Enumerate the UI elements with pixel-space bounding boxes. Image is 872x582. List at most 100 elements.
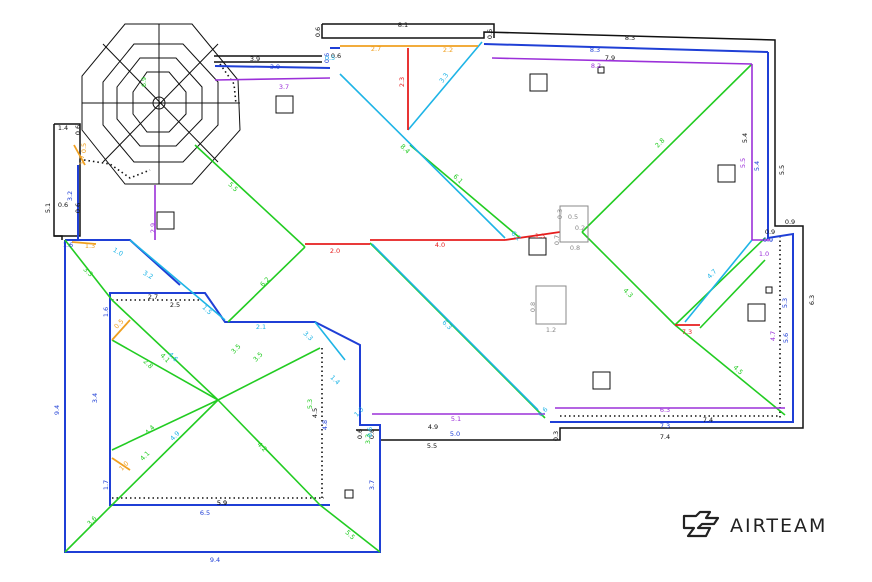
valley-lines	[129, 41, 753, 411]
measurement-label-black: 4.5	[311, 408, 319, 418]
eave-lines	[64, 43, 794, 553]
measurement-label-black: 5.4	[741, 133, 749, 143]
measurement-label-blue: 8.3	[590, 46, 600, 54]
measurement-label-cyan: 4.7	[706, 268, 719, 281]
brand-name: AIRTEAM	[730, 515, 828, 537]
measurement-label-blue: 3.9	[270, 63, 280, 71]
measurement-label-cyan: 0.6	[366, 427, 374, 437]
measurement-label-blue: 7.3	[660, 422, 670, 430]
dotted-overhang-lines	[83, 63, 781, 499]
measurement-label-blue: 4.8	[321, 420, 329, 430]
measurement-label-blue: 9.4	[53, 405, 61, 415]
measurement-label-purple: 3.7	[279, 83, 289, 91]
measurement-label-red: 1.3	[535, 232, 545, 240]
measurement-label-green: 4.5	[732, 364, 745, 377]
measurement-label-blue: 1.6	[63, 241, 73, 249]
octagonal-tower	[81, 23, 241, 185]
measurement-label-blue: 1.6	[102, 307, 110, 317]
measurement-label-black: 7.4	[660, 433, 670, 441]
measurement-label-black: 1.4	[58, 124, 68, 132]
measurement-label-purple: 4.7	[769, 331, 777, 341]
measurement-label-blue: 3.4	[91, 393, 99, 403]
measurement-label-blue: 6.5	[200, 509, 210, 517]
chimney-penetration	[535, 205, 589, 325]
measurement-label-green: 8.4	[399, 143, 412, 156]
measurement-label-green: 6.2	[259, 276, 272, 289]
measurement-label-black: 7.9	[605, 54, 615, 62]
measurement-label-cyan: 1.0	[353, 406, 366, 419]
measurement-label-purple: 5.1	[451, 415, 461, 423]
measurement-label-black: 0.6	[74, 125, 82, 135]
measurement-label-green: 3.5	[252, 351, 265, 364]
flashing-lines	[71, 45, 478, 471]
measurement-label-blue: 1.7	[102, 480, 110, 490]
measurement-label-orange: 0.5	[113, 318, 126, 331]
measurement-label-blue: 5.4	[753, 161, 761, 171]
measurement-label-black: 5.9	[217, 499, 227, 507]
measurement-label-green: 6.9	[140, 77, 148, 87]
measurement-label-purple: 2.9	[149, 223, 157, 233]
measurement-label-black: 2.7	[148, 293, 158, 301]
measurement-label-green: 4.3	[622, 287, 635, 300]
roof-penetrations	[156, 66, 773, 499]
measurement-label-blue: 5.3	[781, 298, 789, 308]
measurement-label-blue: 5.0	[450, 430, 460, 438]
measurement-label-cyan: 6.3	[441, 319, 454, 332]
measurement-label-gray: 0.8	[529, 302, 537, 312]
building-outline	[53, 23, 804, 441]
measurement-label-black: 8.3	[625, 34, 635, 42]
measurement-label-green: 4.1	[139, 450, 152, 463]
measurement-label-black: 0.6	[356, 429, 364, 439]
measurement-label-red: 7.3	[682, 328, 692, 336]
measurement-label-orange: 1.3	[85, 242, 95, 250]
measurement-label-black: 3.9	[250, 55, 260, 63]
measurement-label-red: 4.0	[435, 241, 445, 249]
measurement-label-cyan: 0.6	[537, 406, 550, 419]
measurement-label-red: 2.0	[330, 247, 340, 255]
measurement-label-purple: 8.2	[591, 62, 601, 70]
measurement-label-black: 0.6	[58, 201, 68, 209]
measurement-label-orange: 1.7	[78, 155, 86, 165]
measurement-label-gray: 0.3	[556, 209, 564, 219]
measurement-label-purple: 5.5	[739, 158, 747, 168]
measurement-label-blue: 5.6	[782, 333, 790, 343]
measurement-label-black: 5.9	[217, 499, 227, 507]
measurement-label-black: 4.9	[428, 423, 438, 431]
measurement-label-black: 6.3	[808, 295, 816, 305]
measurement-label-green: 3.5	[230, 343, 243, 356]
measurement-label-orange: 2.7	[371, 45, 381, 53]
measurement-label-purple: 6.3	[660, 406, 670, 414]
measurement-label-green: 4.2	[256, 441, 269, 454]
measurement-label-orange: 2.2	[443, 46, 453, 54]
measurement-label-cyan: 1.5	[201, 304, 214, 317]
measurement-label-green: 5.3	[306, 399, 314, 409]
measurement-label-cyan: 2.1	[256, 323, 266, 331]
measurement-label-cyan: 1.4	[329, 374, 342, 387]
measurement-label-black: 5.5	[778, 165, 786, 175]
measurement-label-cyan: 3.3	[302, 330, 315, 343]
measurement-label-green: 2.8	[142, 358, 155, 371]
airteam-logo-icon	[682, 510, 720, 538]
measurement-label-black: 0.9	[785, 218, 795, 226]
measurement-label-black: 5.5	[427, 442, 437, 450]
measurement-label-black: 0.6	[314, 27, 322, 37]
measurement-label-blue: 3.2	[66, 191, 74, 201]
measurement-label-green: 3.6	[86, 515, 99, 528]
measurement-label-gray: 1.2	[546, 326, 556, 334]
measurement-label-orange: 1.0	[118, 460, 131, 473]
rake-lines	[154, 57, 785, 415]
measurement-label-green: 3.3	[82, 266, 95, 279]
measurement-label-cyan: 4.9	[169, 430, 182, 443]
measurement-label-black: 0.6	[74, 203, 82, 213]
measurement-label-gray: 0.8	[570, 244, 580, 252]
measurement-label-black: 7.4	[703, 416, 713, 424]
measurement-label-black: 2.5	[170, 301, 180, 309]
measurement-label-blue: 0.6	[323, 53, 331, 63]
measurement-label-cyan: 3.2	[142, 269, 155, 281]
measurement-label-black: 0.6	[486, 29, 494, 39]
measurement-label-black: 0.9	[765, 228, 775, 236]
measurement-label-green: 2.8	[654, 137, 667, 150]
measurement-label-gray: 0.2	[575, 224, 585, 232]
